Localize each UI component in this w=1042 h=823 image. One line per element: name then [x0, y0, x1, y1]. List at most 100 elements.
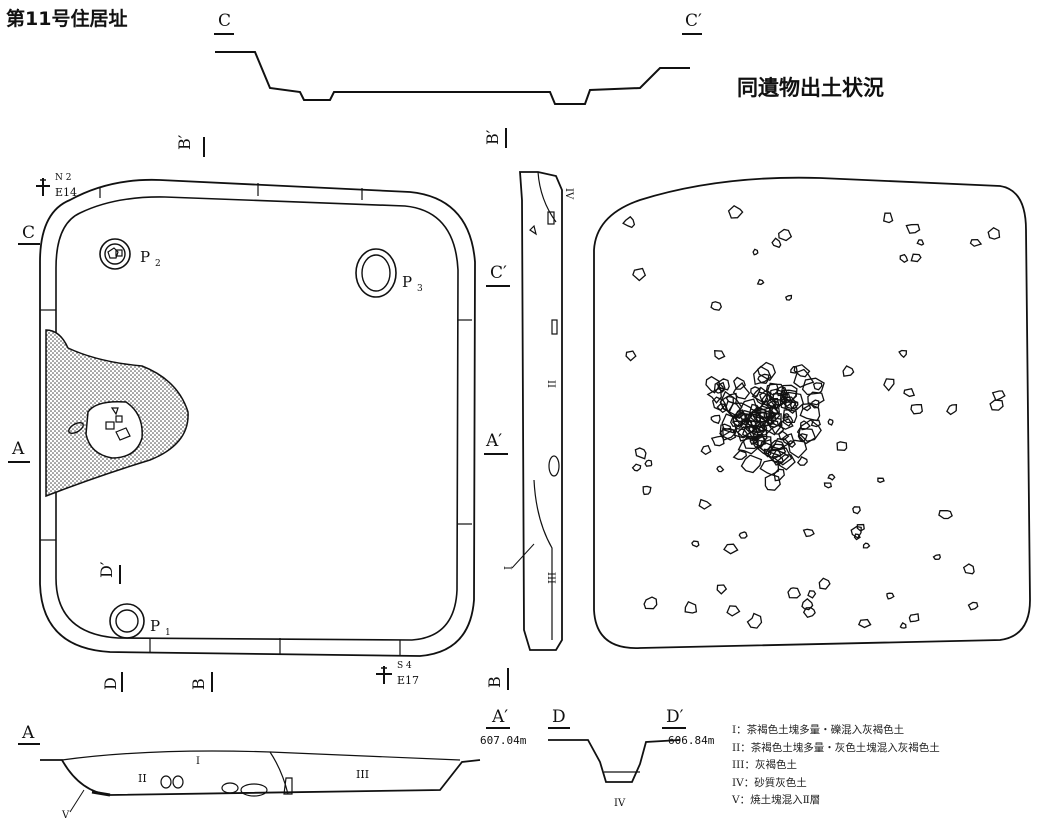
svg-text:III: III: [545, 572, 556, 584]
artifact-stone: [753, 365, 772, 386]
artifact-stone: [801, 598, 814, 611]
grid-label-south-bottom: E17: [397, 674, 419, 687]
artifact-stone: [716, 465, 725, 473]
artifact-stone: [882, 212, 894, 224]
artifact-stone: [862, 542, 871, 549]
artifact-stone: [818, 577, 831, 590]
artifact-stone: [698, 498, 713, 510]
layer-label-i: I: [196, 756, 200, 767]
artifact-stone: [723, 543, 739, 555]
section-label-b-prime-vertical: B′: [483, 129, 502, 145]
artifact-stone: [938, 509, 953, 520]
artifact-stone: [812, 382, 823, 391]
artifact-stone: [932, 553, 942, 560]
artifact-stone: [910, 403, 923, 415]
artifact-stone: [757, 361, 777, 382]
artifact-stone: [802, 607, 816, 619]
artifact-stone: [767, 400, 781, 409]
artifact-stone: [691, 540, 700, 548]
artifact-stone: [899, 253, 909, 263]
grid-label-south-top: S 4: [397, 661, 412, 671]
artifact-stone: [732, 449, 748, 460]
artifact-stone: [622, 215, 636, 229]
grid-label-north-bottom: E14: [55, 186, 77, 199]
artifact-stone: [789, 400, 799, 409]
artifact-stone: [713, 350, 726, 360]
artifact-stone: [782, 412, 790, 419]
artifact-stone: [750, 406, 768, 419]
section-label-d-bottom: D: [552, 707, 566, 727]
artifact-stone: [642, 485, 652, 496]
grid-label-north-top: N 2: [55, 173, 71, 183]
artifact-stone: [850, 525, 862, 539]
artifact-stone: [899, 622, 907, 629]
layer-label-iii-vertical: III: [545, 572, 556, 584]
pit-p1: [109, 603, 145, 639]
artifact-stone: [706, 386, 722, 404]
artifact-stone: [771, 237, 782, 249]
artifact-stone: [759, 459, 780, 476]
dwelling-plan: [39, 178, 476, 657]
plan-label-b-bottom: B: [189, 678, 208, 690]
artifact-stone: [779, 393, 792, 405]
artifact-stone: [700, 444, 712, 456]
artifact-stone: [946, 404, 958, 416]
artifact-stone: [749, 437, 758, 445]
artifact-stone: [810, 399, 820, 409]
artifact-stone: [883, 378, 895, 392]
artifact-stone: [782, 409, 798, 424]
artifact-stone: [989, 399, 1004, 411]
artifact-stone: [807, 590, 817, 599]
artifact-stone: [852, 506, 861, 515]
pit-label-p2: P: [140, 248, 150, 266]
artifact-stone: [797, 427, 817, 445]
artifact-stone: [785, 294, 793, 301]
artifact-stone: [726, 605, 741, 617]
artifact-stone: [721, 413, 741, 434]
section-label-c-prime-top: C′: [685, 11, 702, 31]
artifact-stone: [752, 248, 759, 256]
artifact-stone: [631, 463, 642, 472]
artifact-stone: [827, 418, 834, 426]
artifact-stone: [910, 253, 922, 263]
artifact-stone: [793, 368, 815, 388]
artifact-stone: [750, 416, 773, 436]
artifact-stone: [877, 477, 885, 484]
pit-p2: [99, 238, 131, 270]
layer-label-iii: III: [356, 768, 369, 781]
artifact-stone: [886, 592, 895, 600]
artifact-distribution-title: 同遺物出土状況: [737, 76, 884, 100]
artifact-stone: [737, 426, 754, 442]
artifact-stone: [644, 459, 653, 467]
svg-text:D′: D′: [97, 561, 116, 578]
layer-label-ii-vertical: II: [545, 380, 556, 388]
artifact-stone: [716, 584, 728, 595]
artifact-stone: [643, 596, 658, 610]
elevation-a: 607.04m: [480, 734, 527, 747]
pit-label-p1: P: [150, 617, 160, 635]
artifact-stone: [801, 403, 812, 412]
artifact-stone: [740, 454, 763, 474]
artifact-stone: [842, 365, 855, 377]
dwelling-floor-edge: [55, 196, 459, 641]
section-label-d-prime-bottom: D′: [666, 707, 684, 727]
artifact-stone: [719, 427, 736, 441]
svg-text:B′: B′: [175, 134, 194, 150]
artifact-stone: [759, 390, 773, 403]
artifact-stone: [764, 473, 781, 491]
artifact-stone: [754, 391, 769, 406]
artifact-stone: [754, 435, 772, 454]
artifact-stone: [802, 528, 815, 538]
artifact-stone: [778, 417, 794, 430]
artifact-stone: [717, 381, 726, 392]
artifact-stone: [741, 425, 764, 442]
artifact-stone: [780, 389, 797, 401]
artifact-stone: [756, 278, 765, 286]
artifact-stone: [991, 390, 1006, 402]
artifact-stone: [713, 381, 725, 394]
artifact-stone: [757, 423, 768, 433]
artifact-stone: [827, 473, 836, 481]
artifact-stone: [856, 523, 865, 532]
artifact-stone: [810, 419, 821, 428]
